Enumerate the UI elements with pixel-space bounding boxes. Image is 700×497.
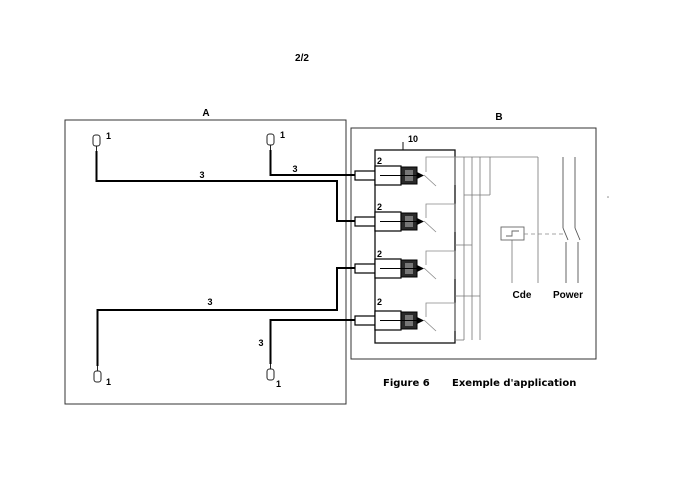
cable-3: [98, 268, 356, 366]
power-switch: [563, 157, 580, 283]
margin-mark: [607, 196, 609, 198]
cable-2: [271, 150, 356, 175]
page-number: 2/2: [295, 53, 309, 64]
cable-label-2: 3: [292, 164, 297, 174]
connector-label-4: 2: [377, 297, 382, 307]
zone-a-label: A: [202, 108, 209, 119]
cable-label-1: 3: [199, 170, 204, 180]
figure-title: Exemple d'application: [452, 378, 576, 389]
figure-number: Figure 6: [383, 378, 430, 389]
connector-label-1: 2: [377, 156, 382, 166]
sensor-label-bottom-left: 1: [106, 377, 111, 387]
connector-label-2: 2: [377, 202, 382, 212]
sensor-label-top-left: 1: [106, 131, 111, 141]
connector-1: [355, 166, 424, 185]
power-label: Power: [553, 290, 583, 301]
zone-b-label: B: [495, 112, 502, 123]
ref-10-label: 10: [408, 134, 418, 144]
connector-2: [355, 212, 424, 231]
connector-3: [355, 259, 424, 278]
cable-label-3: 3: [207, 297, 212, 307]
cde-coil: [501, 227, 524, 240]
connector-label-3: 2: [377, 249, 382, 259]
connector-4: [355, 311, 424, 330]
zone-a-box: [65, 120, 346, 404]
cable-label-4: 3: [258, 338, 263, 348]
relay-contacts: [424, 157, 455, 331]
sensor-1-bottom-left: [94, 366, 101, 382]
sensor-label-top-right: 1: [280, 130, 285, 140]
sensor-1-bottom-right: [267, 364, 274, 380]
cable-1: [97, 151, 356, 221]
cable-4: [271, 320, 356, 364]
sensor-label-bottom-right: 1: [276, 379, 281, 389]
sensor-1-top-right: [267, 134, 274, 150]
cde-label: Cde: [513, 290, 532, 301]
bus-wires: [455, 157, 538, 340]
sensor-1-top-left: [93, 135, 100, 151]
